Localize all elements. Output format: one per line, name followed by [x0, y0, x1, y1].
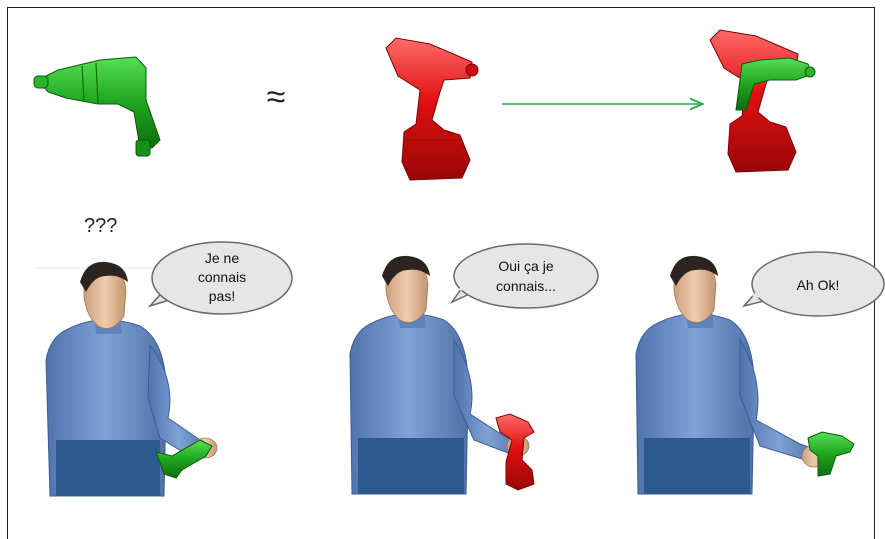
bubble-1-line-2: connais	[198, 269, 246, 285]
bubble-3-line-1: Ah Ok!	[797, 277, 840, 293]
approx-symbol: ≈	[267, 78, 286, 116]
speech-bubble-3: Ah Ok!	[741, 251, 885, 317]
question-marks: ???	[84, 215, 117, 237]
red-drill-in-hand-icon	[495, 413, 535, 491]
pants	[644, 438, 750, 494]
pants	[56, 440, 160, 496]
bubble-2-line-2: connais...	[496, 278, 556, 294]
pants	[358, 438, 464, 494]
bubble-1-line-1: Je ne	[205, 250, 239, 266]
green-drill-in-hand-icon	[155, 439, 213, 479]
person-3	[635, 255, 855, 495]
speech-bubble-1: Je ne connais pas!	[147, 241, 293, 315]
red-drill-icon	[385, 37, 479, 181]
person-1	[45, 261, 218, 497]
green-drill-icon	[33, 56, 161, 157]
combined-drill-icon	[709, 29, 816, 173]
bubble-2-line-1: Oui ça je	[498, 258, 553, 274]
green-drill-in-hand-icon	[807, 431, 855, 477]
person-2	[349, 255, 535, 495]
speech-bubble-2: Oui ça je connais...	[449, 243, 599, 309]
bubble-1-line-3: pas!	[209, 288, 235, 304]
